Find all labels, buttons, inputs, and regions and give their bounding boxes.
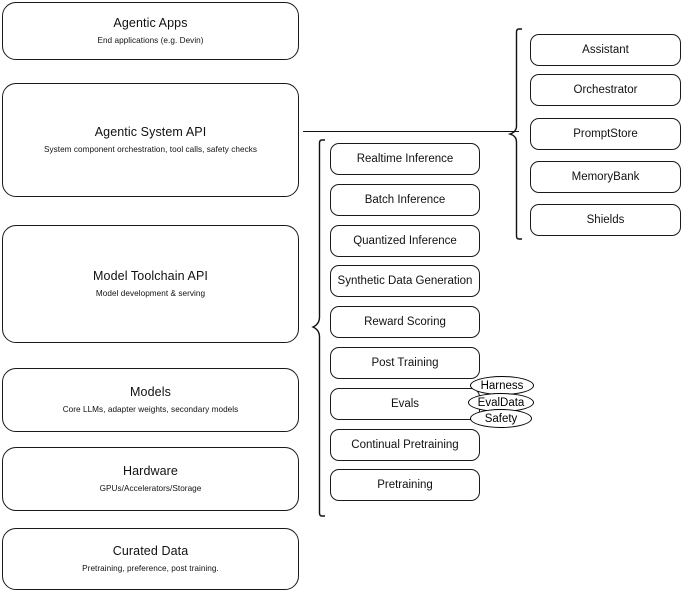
toolchain-component-pretraining[interactable]: Pretraining (330, 469, 480, 501)
system-component-label: Shields (586, 214, 625, 226)
toolchain-component-label: Continual Pretraining (351, 439, 459, 451)
stack-layer-models[interactable]: Models Core LLMs, adapter weights, secon… (2, 368, 299, 432)
toolchain-component-label: Realtime Inference (356, 153, 454, 165)
system-component-promptstore[interactable]: PromptStore (530, 118, 681, 150)
toolchain-component-continual-pretraining[interactable]: Continual Pretraining (330, 429, 480, 461)
stack-layer-subtitle: System component orchestration, tool cal… (43, 145, 258, 155)
stack-layer-title: Hardware (123, 464, 178, 479)
stack-layer-agentic-apps[interactable]: Agentic Apps End applications (e.g. Devi… (2, 2, 299, 60)
toolchain-component-realtime-inference[interactable]: Realtime Inference (330, 143, 480, 175)
system-component-assistant[interactable]: Assistant (530, 34, 681, 66)
stack-layer-title: Model Toolchain API (93, 269, 208, 284)
stack-layer-title: Agentic System API (94, 125, 207, 140)
stack-layer-subtitle: Pretraining, preference, post training. (82, 564, 219, 574)
stack-layer-title: Models (130, 385, 171, 400)
toolchain-component-label: Batch Inference (364, 194, 446, 206)
evals-tag-evaldata[interactable]: EvalData (468, 393, 534, 412)
toolchain-component-evals[interactable]: Evals (330, 388, 480, 420)
system-component-orchestrator[interactable]: Orchestrator (530, 74, 681, 106)
brace-toolchain-components (311, 139, 325, 517)
toolchain-component-label: Evals (390, 398, 420, 410)
toolchain-component-label: Pretraining (377, 479, 433, 491)
stack-layer-subtitle: Core LLMs, adapter weights, secondary mo… (62, 405, 239, 415)
evals-tag-safety[interactable]: Safety (470, 409, 532, 428)
evals-tag-label: Harness (480, 379, 524, 392)
system-component-label: PromptStore (573, 128, 638, 140)
toolchain-component-quantized-inference[interactable]: Quantized Inference (330, 225, 480, 257)
evals-tag-label: EvalData (477, 396, 525, 409)
evals-tag-label: Safety (484, 412, 518, 425)
stack-layer-hardware[interactable]: Hardware GPUs/Accelerators/Storage (2, 447, 299, 511)
toolchain-component-label: Post Training (371, 357, 439, 369)
system-component-shields[interactable]: Shields (530, 204, 681, 236)
connector-line-system-api-to-components (303, 131, 519, 133)
stack-layer-title: Agentic Apps (113, 16, 188, 31)
toolchain-component-synthetic-data-generation[interactable]: Synthetic Data Generation (330, 265, 480, 297)
toolchain-component-label: Quantized Inference (353, 235, 457, 247)
stack-layer-agentic-system-api[interactable]: Agentic System API System component orch… (2, 83, 299, 197)
system-component-label: MemoryBank (571, 171, 640, 183)
stack-layer-curated-data[interactable]: Curated Data Pretraining, preference, po… (2, 528, 299, 590)
stack-layer-subtitle: Model development & serving (95, 289, 206, 299)
system-component-label: Orchestrator (573, 84, 638, 96)
system-component-label: Assistant (582, 44, 629, 56)
toolchain-component-batch-inference[interactable]: Batch Inference (330, 184, 480, 216)
toolchain-component-post-training[interactable]: Post Training (330, 347, 480, 379)
toolchain-component-label: Reward Scoring (364, 316, 446, 328)
system-component-memorybank[interactable]: MemoryBank (530, 161, 681, 193)
toolchain-component-reward-scoring[interactable]: Reward Scoring (330, 306, 480, 338)
stack-layer-model-toolchain-api[interactable]: Model Toolchain API Model development & … (2, 225, 299, 343)
toolchain-component-label: Synthetic Data Generation (337, 275, 473, 287)
stack-layer-title: Curated Data (112, 544, 189, 559)
brace-system-components (507, 28, 522, 240)
stack-layer-subtitle: GPUs/Accelerators/Storage (99, 484, 202, 494)
stack-layer-subtitle: End applications (e.g. Devin) (97, 36, 204, 46)
